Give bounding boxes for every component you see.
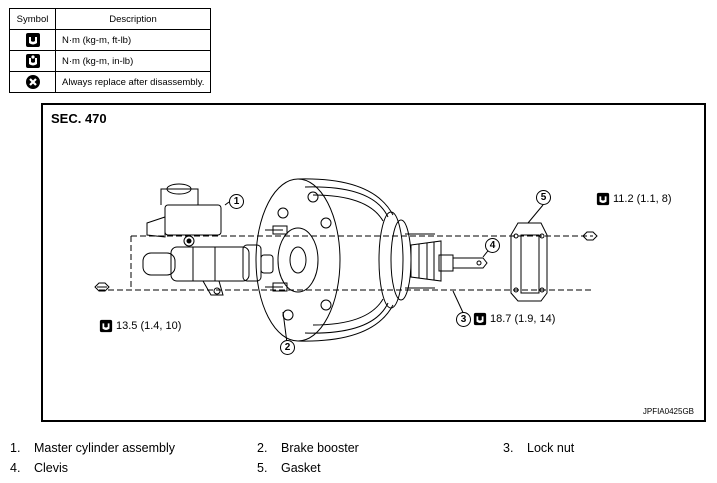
symbol-legend-table: Symbol Description N·m (kg-m, ft-lb) N·m… — [9, 8, 211, 93]
list-item: 3.Lock nut — [503, 441, 575, 455]
torque-ft-lb-icon — [99, 319, 113, 333]
legend-header-description: Description — [55, 8, 211, 30]
callout-4: 4 — [485, 238, 500, 253]
part-name: Clevis — [34, 461, 69, 475]
torque-in-lb-icon — [25, 54, 40, 68]
callout-1: 1 — [229, 194, 244, 209]
torque-label-left: 13.5 (1.4, 10) — [99, 319, 181, 333]
brake-booster-figure: SEC. 470 — [41, 103, 706, 422]
gasket-nut — [582, 231, 598, 241]
torque-ft-lb-icon — [473, 312, 487, 326]
torque-value: 11.2 (1.1, 8) — [613, 193, 672, 205]
legend-header-symbol: Symbol — [9, 8, 56, 30]
exploded-view-drawing — [94, 178, 598, 344]
legend-row-ft-lb: N·m (kg-m, ft-lb) — [55, 29, 211, 51]
brake-booster-drawing — [255, 178, 412, 342]
torque-ft-lb-icon — [596, 192, 610, 206]
pushrod-boot-drawing — [410, 240, 488, 282]
list-item: 1.Master cylinder assembly — [10, 441, 176, 455]
callout-2: 2 — [280, 340, 295, 355]
list-item: 4.Clevis — [10, 461, 69, 475]
master-cylinder-nut — [94, 282, 110, 292]
legend-row-replace: Always replace after disassembly. — [55, 71, 211, 93]
torque-label-bottom-right: 18.7 (1.9, 14) — [473, 312, 555, 326]
torque-label-top-right: 11.2 (1.1, 8) — [596, 192, 672, 206]
legend-row-in-lb: N·m (kg-m, in-lb) — [55, 50, 211, 72]
figure-code: JPFIA0425GB — [642, 407, 694, 416]
callout-5: 5 — [536, 190, 551, 205]
alignment-lines — [99, 235, 593, 291]
part-name: Master cylinder assembly — [34, 441, 176, 455]
torque-ft-lb-icon — [25, 33, 40, 47]
master-cylinder-drawing — [142, 183, 274, 296]
gasket-drawing — [510, 222, 548, 302]
list-item: 2.Brake booster — [257, 441, 359, 455]
torque-value: 13.5 (1.4, 10) — [116, 320, 182, 332]
part-name: Brake booster — [281, 441, 359, 455]
torque-value: 18.7 (1.9, 14) — [490, 313, 556, 325]
booster-studs — [405, 233, 435, 289]
always-replace-icon — [25, 75, 40, 89]
part-name: Lock nut — [527, 441, 575, 455]
callout-3: 3 — [456, 312, 471, 327]
section-title: SEC. 470 — [51, 111, 107, 126]
part-name: Gasket — [281, 461, 321, 475]
list-item: 5.Gasket — [257, 461, 321, 475]
